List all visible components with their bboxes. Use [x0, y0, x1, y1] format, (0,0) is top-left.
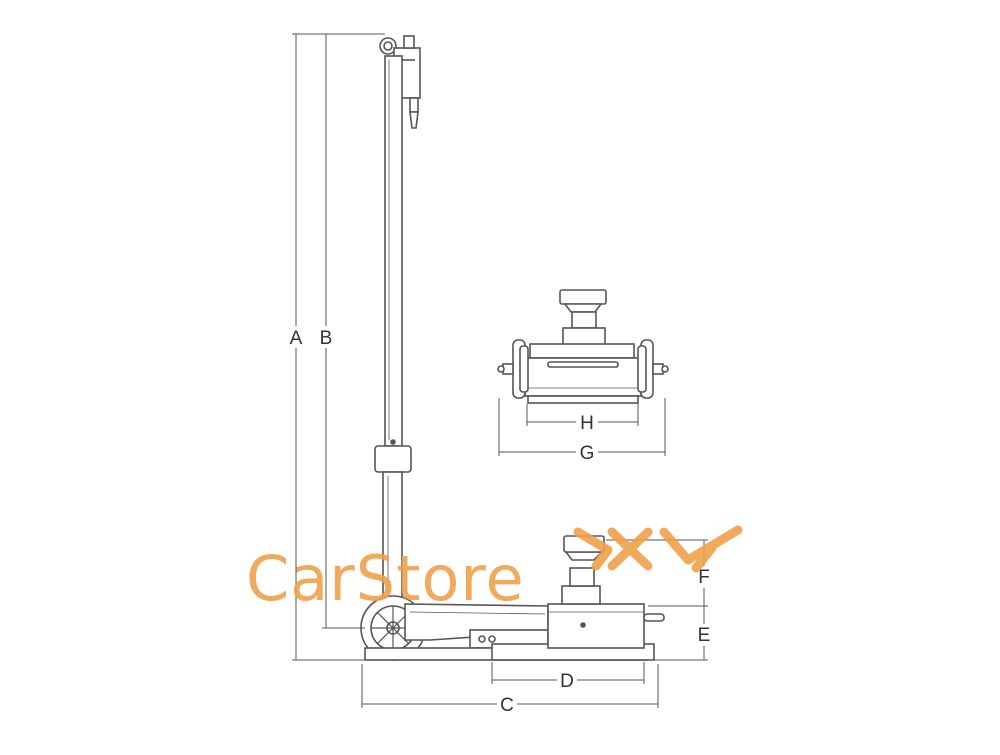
label-f: F: [698, 567, 710, 588]
label-e: E: [698, 625, 711, 646]
bracket-hole-1: [478, 635, 486, 643]
label-g: G: [580, 443, 595, 464]
watermark-logo-text: 4x4: [0, 0, 2, 1]
label-b-bg: [317, 326, 335, 348]
saddle-step-1: [561, 585, 601, 605]
watermark-text: CarStore: [246, 542, 525, 615]
handle-top-loop-inner: [383, 41, 393, 51]
saddle-step-2: [569, 567, 595, 587]
collar-pin-top: [390, 439, 396, 445]
handle-collar: [374, 445, 412, 473]
dimension-labels: A B C D E F G H: [287, 326, 713, 716]
front-right-axle-nut: [661, 365, 669, 373]
label-c: C: [500, 695, 514, 716]
air-fitting: [409, 97, 419, 113]
label-a: A: [290, 328, 303, 349]
label-d: D: [560, 671, 574, 692]
label-a-bg: [287, 326, 305, 348]
front-saddle-top: [559, 289, 607, 305]
air-bellow-housing: [547, 603, 645, 649]
front-saddle-neck: [563, 303, 603, 313]
label-d-bg: [557, 670, 577, 692]
label-h-bg: [576, 412, 598, 434]
jack-front-view: [497, 289, 669, 404]
air-valve-cap: [403, 35, 415, 49]
air-fitting-tip: [409, 111, 419, 129]
watermark-4x4-logo: [573, 525, 743, 573]
label-b: B: [320, 328, 333, 349]
front-left-axle-nut: [497, 365, 505, 373]
carstore-watermark: CarStore 4x4: [0, 0, 743, 615]
label-e-bg: [695, 624, 713, 646]
frame-arm-edge: [409, 611, 546, 615]
bracket-hole-2: [488, 635, 496, 643]
label-h: H: [580, 413, 594, 434]
label-g-bg: [576, 442, 598, 464]
front-body-slot: [547, 361, 619, 368]
front-left-wheel-inner: [519, 345, 529, 393]
front-base: [527, 395, 639, 404]
handle-upper-tube: [384, 55, 403, 447]
logo-stroke-1: [573, 527, 613, 571]
jack-handle: [374, 35, 421, 611]
logo-stroke-3: [607, 527, 653, 571]
front-saddle-step-1: [571, 311, 597, 329]
label-c-bg: [497, 694, 517, 716]
jack-chassis: [360, 535, 665, 661]
front-top-plate: [529, 343, 635, 359]
front-right-wheel-inner: [637, 345, 647, 393]
release-lever: [643, 613, 665, 622]
logo-stroke-4: [659, 525, 743, 573]
label-f-bg: [695, 566, 713, 588]
housing-bolt: [580, 622, 586, 628]
